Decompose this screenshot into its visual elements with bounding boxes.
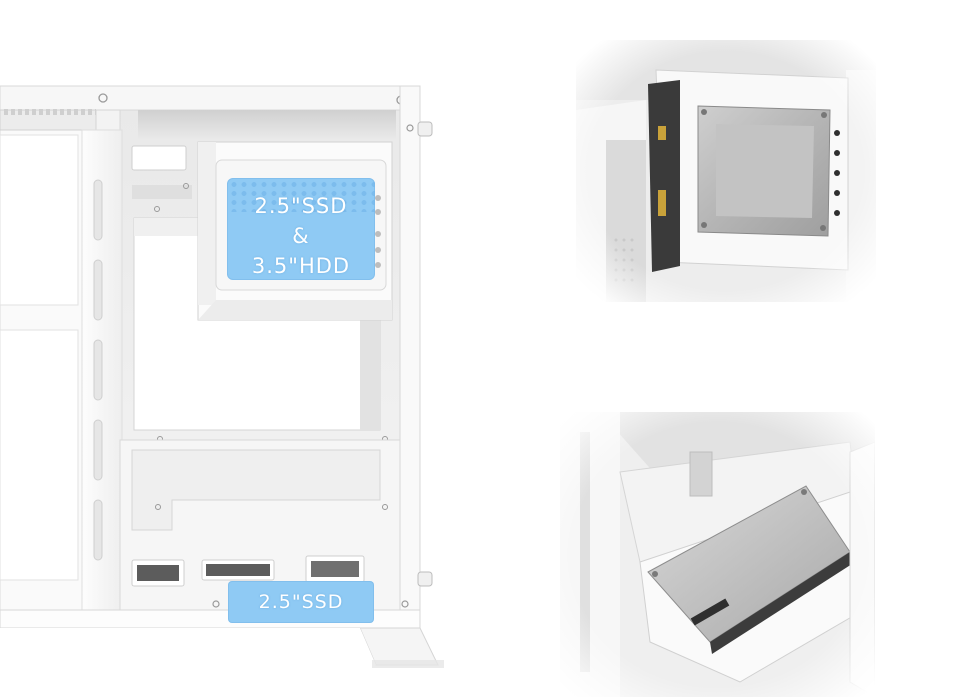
hex-vent-pattern — [227, 178, 375, 212]
top-label-line-2: & — [292, 224, 310, 248]
ssd-under-psu-image — [560, 412, 875, 697]
ssd-shroud-photo — [560, 412, 875, 697]
hdd-in-bracket-image — [576, 40, 876, 302]
hdd-bracket-photo — [576, 40, 876, 302]
case-interior-illustration: 2.5"SSD & 3.5"HDD 2.5"SSD — [0, 0, 450, 700]
top-label-line-3: 3.5"HDD — [251, 254, 351, 278]
bottom-label-text: 2.5"SSD — [258, 591, 344, 613]
ssd-mount-label: 2.5"SSD — [228, 581, 374, 623]
case-interior-drawing — [0, 85, 444, 668]
ssd-hdd-mount-label: 2.5"SSD & 3.5"HDD — [227, 178, 375, 280]
top-label-line-1: 2.5"SSD — [254, 194, 348, 218]
